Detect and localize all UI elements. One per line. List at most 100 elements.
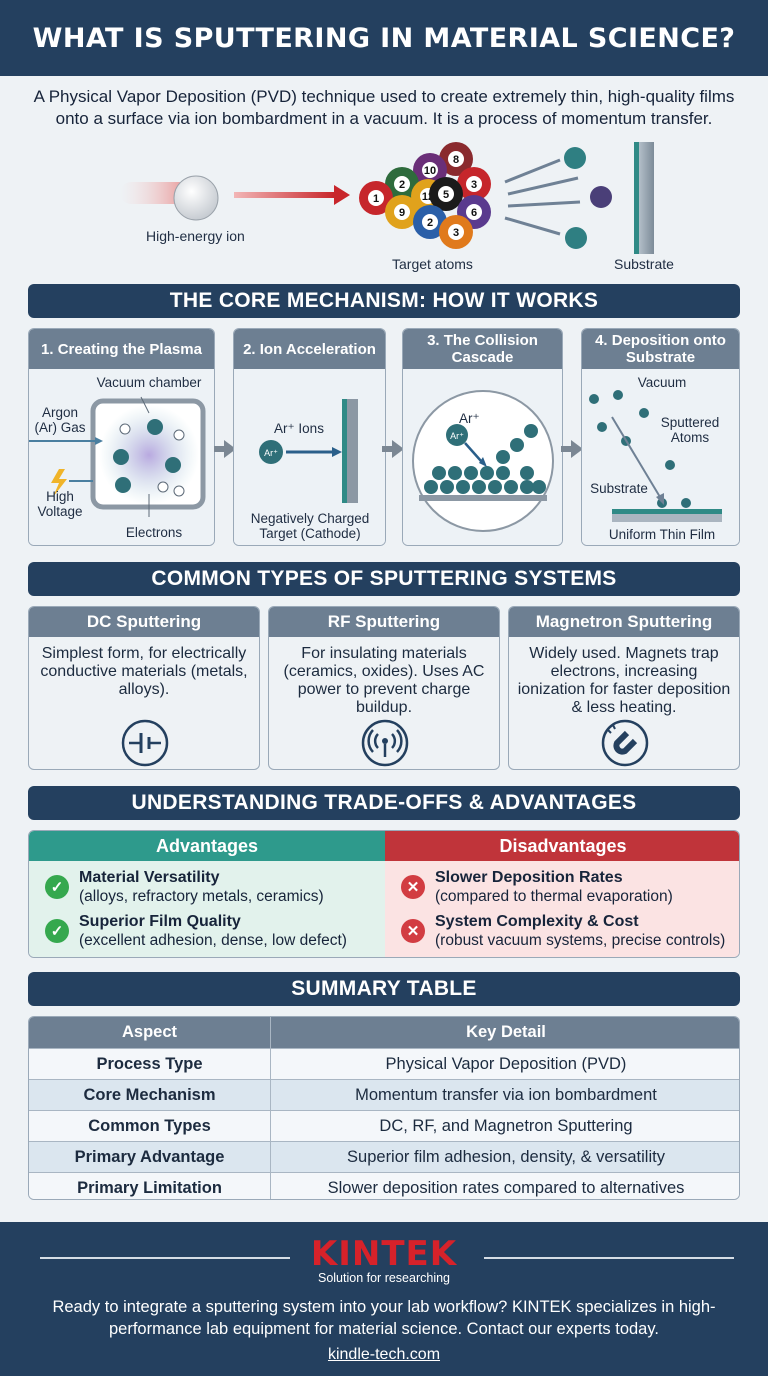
summary-table: Aspect Key Detail Process Type Physical …: [28, 1016, 740, 1200]
advantage-item: ✓ Superior Film Quality (excellent adhes…: [29, 913, 385, 955]
ball-number: 10: [424, 165, 436, 177]
divider: [40, 1257, 290, 1259]
disadvantage-detail: (compared to thermal evaporation): [435, 888, 673, 905]
table-row: Process Type Physical Vapor Deposition (…: [29, 1048, 739, 1079]
step-creating-plasma: 1. Creating the Plasma Vacuum chamber Ar…: [28, 328, 215, 546]
step-arrow-icon: [561, 440, 583, 458]
type-card-dc: DC Sputtering Simplest form, for electri…: [28, 606, 260, 770]
substrate-label: Substrate: [590, 481, 648, 496]
table-cell-aspect: Primary Advantage: [29, 1142, 271, 1172]
table-cell-aspect: Primary Limitation: [29, 1173, 271, 1199]
step-title: 4. Deposition onto Substrate: [582, 329, 739, 369]
logo-tagline: Solution for researching: [317, 1271, 451, 1285]
chamber-label: Vacuum chamber: [96, 375, 202, 390]
ball-number: 8: [453, 154, 459, 166]
summary-heading: SUMMARY TABLE: [28, 972, 740, 1006]
sputtered-atom: [565, 227, 587, 249]
table-cell-detail: Momentum transfer via ion bombardment: [355, 1085, 657, 1104]
type-desc: Simplest form, for electrically conducti…: [40, 645, 248, 698]
sputtered-atom: [564, 147, 586, 169]
disadvantages-column: Disadvantages ✕ Slower Deposition Rates …: [385, 831, 739, 957]
ball-number: 5: [443, 189, 449, 201]
ball-number: 9: [399, 207, 405, 219]
tradeoffs-panel: Advantages ✓ Material Versatility (alloy…: [28, 830, 740, 958]
step-arrow-icon: [382, 440, 404, 458]
ions-label: Ar⁺ Ions: [274, 421, 324, 436]
ion-arrow: [234, 192, 334, 198]
table-cell-aspect: Process Type: [29, 1049, 271, 1079]
table-header-cell: Aspect: [29, 1017, 271, 1048]
cross-icon: ✕: [401, 875, 425, 899]
cascade-diagram: [412, 390, 554, 532]
battery-icon: [121, 719, 169, 767]
disadvantage-title: Slower Deposition Rates: [435, 869, 623, 886]
substrate-plate: [638, 142, 654, 254]
target-atoms: 8 10 2 1 3 12 5 9 6 2 3 3: [359, 142, 491, 249]
table-cell-aspect: Common Types: [29, 1111, 271, 1141]
mechanism-heading: THE CORE MECHANISM: HOW IT WORKS: [28, 284, 740, 318]
ball-number: 3: [453, 227, 459, 239]
ion-ball: [173, 175, 219, 221]
step-ion-acceleration: 2. Ion Acceleration Ar⁺ Ar⁺ Ions Negativ…: [233, 328, 386, 546]
disadvantage-detail: (robust vacuum systems, precise controls…: [435, 932, 726, 949]
target-cathode-label: Negatively Charged Target (Cathode): [250, 511, 370, 541]
voltage-label: High Voltage: [37, 489, 83, 519]
step-deposition: 4. Deposition onto Substrate Vacuum Sput…: [581, 328, 740, 546]
plasma-diagram: [29, 396, 206, 517]
radio-wave-icon: [361, 719, 409, 767]
disadvantages-title: Disadvantages: [385, 831, 739, 861]
sputtered-atom: [590, 186, 612, 208]
ion-symbol: Ar⁺: [450, 431, 464, 441]
substrate-label: Substrate: [614, 256, 674, 272]
table-row: Primary Limitation Slower deposition rat…: [29, 1172, 739, 1199]
table-row: Primary Advantage Superior film adhesion…: [29, 1141, 739, 1172]
advantages-column: Advantages ✓ Material Versatility (alloy…: [29, 831, 385, 957]
check-icon: ✓: [45, 875, 69, 899]
advantages-title: Advantages: [29, 831, 385, 861]
table-header-cell: Key Detail: [466, 1023, 546, 1041]
step-collision-cascade: 3. The Collision Cascade Ar⁺ Ar⁺: [402, 328, 563, 546]
electrons-label: Electrons: [125, 525, 183, 540]
disadvantage-item: ✕ System Complexity & Cost (robust vacuu…: [385, 913, 739, 955]
website-link[interactable]: kindle-tech.com: [327, 1346, 441, 1363]
type-card-magnetron: Magnetron Sputtering Widely used. Magnet…: [508, 606, 740, 770]
advantage-detail: (excellent adhesion, dense, low defect): [79, 932, 347, 949]
page-header: WHAT IS SPUTTERING IN MATERIAL SCIENCE?: [0, 0, 768, 76]
cross-icon: ✕: [401, 919, 425, 943]
table-cell-detail: Slower deposition rates compared to alte…: [327, 1178, 685, 1197]
disadvantage-item: ✕ Slower Deposition Rates (compared to t…: [385, 869, 739, 911]
check-icon: ✓: [45, 919, 69, 943]
page-title: WHAT IS SPUTTERING IN MATERIAL SCIENCE?: [32, 22, 736, 54]
type-card-rf: RF Sputtering For insulating materials (…: [268, 606, 500, 770]
vacuum-label: Vacuum: [637, 375, 687, 390]
ion-label: High-energy ion: [146, 228, 245, 244]
table-row: Core Mechanism Momentum transfer via ion…: [29, 1079, 739, 1110]
footer: [0, 1222, 768, 1376]
deposition-diagram: [589, 390, 722, 522]
scatter-arrows: [504, 158, 581, 236]
ion-symbol: Ar⁺: [264, 448, 278, 458]
divider: [484, 1257, 734, 1259]
advantage-title: Material Versatility: [79, 869, 220, 886]
ball-number: 2: [399, 179, 405, 191]
step-title: 2. Ion Acceleration: [234, 329, 385, 369]
acceleration-diagram: [259, 399, 358, 503]
type-title: DC Sputtering: [29, 607, 259, 637]
ball-number: 3: [471, 179, 477, 191]
film-label: Uniform Thin Film: [608, 527, 716, 542]
table-header-row: Aspect Key Detail: [29, 1017, 739, 1048]
tradeoffs-heading: UNDERSTANDING TRADE-OFFS & ADVANTAGES: [28, 786, 740, 820]
sputtered-atoms-label: Sputtered Atoms: [660, 415, 720, 445]
type-desc: Widely used. Magnets trap electrons, inc…: [517, 645, 731, 716]
table-cell-detail: Superior film adhesion, density, & versa…: [347, 1147, 665, 1166]
magnet-icon: [601, 719, 649, 767]
advantage-title: Superior Film Quality: [79, 913, 241, 930]
hero-illustration: 8 10 2 1 3 12 5 9 6 2 3 3 High-energy io…: [0, 132, 768, 280]
intro-text: A Physical Vapor Deposition (PVD) techni…: [33, 87, 735, 128]
cta-text: Ready to integrate a sputtering system i…: [52, 1298, 716, 1338]
table-row: Common Types DC, RF, and Magnetron Sputt…: [29, 1110, 739, 1141]
target-label: Target atoms: [392, 256, 473, 272]
advantage-detail: (alloys, refractory metals, ceramics): [79, 888, 324, 905]
type-title: Magnetron Sputtering: [509, 607, 739, 637]
disadvantage-title: System Complexity & Cost: [435, 913, 639, 930]
